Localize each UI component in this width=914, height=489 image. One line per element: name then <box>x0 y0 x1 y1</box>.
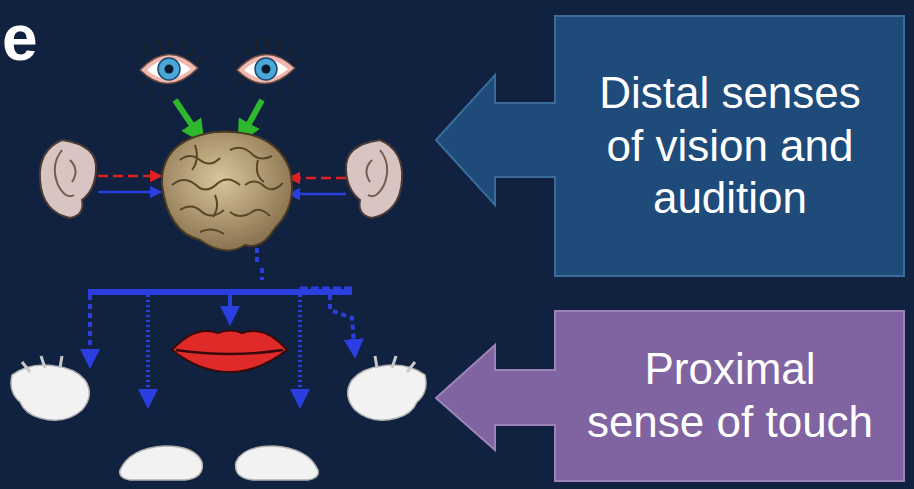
eye <box>136 37 203 99</box>
callout-outline <box>436 16 904 276</box>
vision-arrow <box>175 100 202 140</box>
callout-body: Distal senses of vision and audition <box>555 15 905 277</box>
callout-shape <box>435 310 905 482</box>
audition-arrow <box>98 191 160 194</box>
callout-outline <box>436 311 904 481</box>
ear <box>40 140 96 218</box>
callout-body: Proximal sense of touch <box>555 310 905 482</box>
distal-callout: Distal senses of vision and audition <box>435 15 905 277</box>
touch-pathway <box>88 248 355 405</box>
audition-arrow <box>290 193 346 196</box>
title-fragment: e <box>2 6 38 70</box>
brain <box>162 132 292 251</box>
proximal-callout: Proximal sense of touch <box>435 310 905 482</box>
audition-arrow <box>290 177 346 180</box>
hand <box>11 356 89 420</box>
eye <box>233 37 300 99</box>
foot <box>120 446 203 480</box>
hand <box>348 356 426 420</box>
foot <box>236 446 319 480</box>
lips <box>172 331 287 373</box>
ear <box>346 140 402 218</box>
audition-arrow <box>98 175 160 178</box>
callout-text: Proximal sense of touch <box>580 343 880 449</box>
callout-text: Distal senses of vision and audition <box>580 67 880 225</box>
